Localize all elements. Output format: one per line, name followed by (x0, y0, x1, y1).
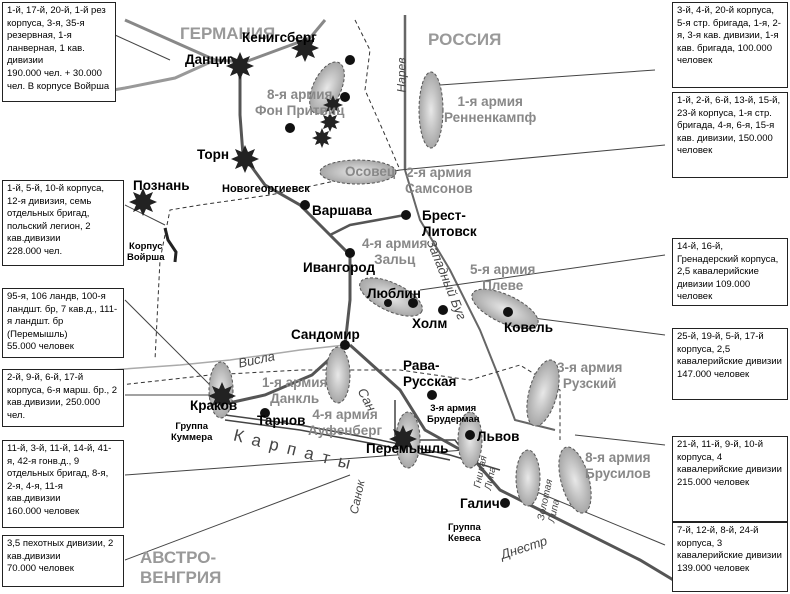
army-label-4-austria: 4-я армия Ауфенберг (308, 407, 383, 438)
info-box-russian-3-army: 25-й, 19-й, 5-й, 17-й корпуса, 2,5 кавал… (672, 328, 788, 400)
city-rava-russkaya: Рава- Русская (403, 358, 457, 389)
info-box-austrian-4-army: 2-й, 9-й, 6-й, 17-й корпуса, 6-я марш. б… (2, 369, 124, 427)
river-narew: Нарев (394, 57, 409, 93)
army-label-8-germany: 8-я армия Фон Притвиц (255, 87, 345, 118)
city-danzig: Данциг (185, 52, 233, 67)
city-krakow: Краков (190, 398, 238, 413)
fortress-star-przemysl (389, 425, 417, 453)
railway-line (219, 65, 352, 407)
fortress-star-germ2 (320, 112, 340, 132)
front-line-north (154, 19, 401, 361)
info-box-russian-1-army: 3-й, 4-й, 20-й корпуса, 5-я стр. бригада… (672, 2, 788, 88)
city-posen: Познань (133, 178, 190, 193)
german-russian-border (124, 18, 327, 64)
city-kholm: Холм (412, 316, 448, 331)
city-ivangorod: Ивангород (303, 260, 376, 275)
army-ellipse-bz (515, 449, 541, 507)
fortress-star-krakow (208, 382, 236, 410)
fortress-star-germ3 (312, 128, 332, 148)
info-box-german-8-army: 1-й, 17-й, 20-й, 1-й рез корпуса, 3-я, 3… (2, 2, 116, 102)
army-label-3-russia: 3-я армия Рузский (557, 360, 623, 391)
army-label-2-russia: 2-я армия Самсонов (405, 165, 473, 196)
fortress-star-thorn (231, 145, 259, 173)
info-box-russian-4-army: 1-й, 5-й, 10-й корпуса, 12-я дивизия, се… (2, 180, 124, 266)
army-ellipse-2r (319, 159, 397, 185)
army-ellipse-3r (526, 359, 560, 427)
group-koevess: Группа Кевеса (448, 522, 481, 544)
fortress-star-posen (129, 188, 157, 216)
army-label-3-austria: 3-я армия Брудерман (427, 403, 480, 425)
army-label-8-russia: 8-я армия Брусилов (585, 450, 651, 481)
russia-border-bug (404, 169, 556, 431)
railway-warsaw-brest (329, 213, 406, 237)
info-box-russian-2-army: 1-й, 2-й, 6-й, 13-й, 15-й, 23-й корпуса,… (672, 92, 788, 178)
country-russia: РОССИЯ (428, 30, 502, 49)
army-ellipse-1a-2 (325, 346, 351, 404)
info-box-austrian-3-army: 11-й, 3-й, 11-й, 14-й, 41-я, 42-я гонв.д… (2, 440, 124, 528)
army-label-5-russia: 5-я армия Плеве (470, 262, 536, 293)
fortress-star-danzig (226, 52, 254, 80)
army-label-4-russia: 4-я армия Зальц (362, 236, 428, 267)
fortress-star-koenigsberg (291, 34, 319, 62)
city-kovel: Ковель (504, 320, 553, 335)
group-woyrsch: Корпус Войрша (127, 241, 165, 263)
city-lvov: Львов (477, 429, 520, 444)
group-kummer: Группа Куммера (171, 421, 213, 443)
city-thorn: Торн (197, 147, 230, 162)
army-ellipse-8r (558, 446, 592, 514)
fortress-markers (129, 34, 417, 453)
city-przemysl: Перемышль (366, 441, 449, 456)
city-galich: Галич (460, 496, 500, 511)
city-tarnov: Тарнов (257, 413, 306, 428)
woyrsch-corps-marker (163, 227, 178, 263)
country-germany: ГЕРМАНИЯ (180, 24, 276, 43)
city-brest-litovsk: Брест- Литовск (422, 208, 477, 239)
country-austria-hungary: АВСТРО- ВЕНГРИЯ (140, 548, 222, 587)
info-box-austrian-1-army: 95-я, 106 ландв, 100-я ландшт. бр, 7 кав… (2, 288, 124, 358)
river-vistula (109, 344, 346, 371)
city-lublin: Люблин (367, 286, 421, 301)
army-ellipse-1r (418, 71, 444, 149)
railway-line-2 (348, 343, 691, 592)
city-novogeorgievsk: Новогеоргиевск (222, 183, 310, 195)
fortress-star-germ1 (323, 95, 343, 115)
city-warsaw: Варшава (312, 203, 372, 218)
city-dots (260, 55, 513, 508)
city-osovets: Осовец (345, 164, 396, 179)
city-koenigsberg: Кенигсберг (242, 30, 317, 45)
info-box-koevess-group: 3,5 пехотных дивизии, 2 кав.дивизии 70.0… (2, 535, 124, 587)
city-sandomir: Сандомир (291, 327, 360, 342)
info-box-russian-5-army: 14-й, 16-й, Гренадерский корпуса, 2,5 ка… (672, 238, 788, 306)
army-label-1-russia: 1-я армия Ренненкампф (444, 94, 537, 125)
army-ellipse-4r (359, 277, 423, 317)
info-box-russian-8-army: 21-й, 11-й, 9-й, 10-й корпуса, 4 кавалер… (672, 436, 788, 522)
army-label-1-austria: 1-я армия Данкль (262, 375, 328, 406)
info-box-russian-corps: 7-й, 12-й, 8-й, 24-й корпуса, 3 кавалери… (672, 522, 788, 592)
